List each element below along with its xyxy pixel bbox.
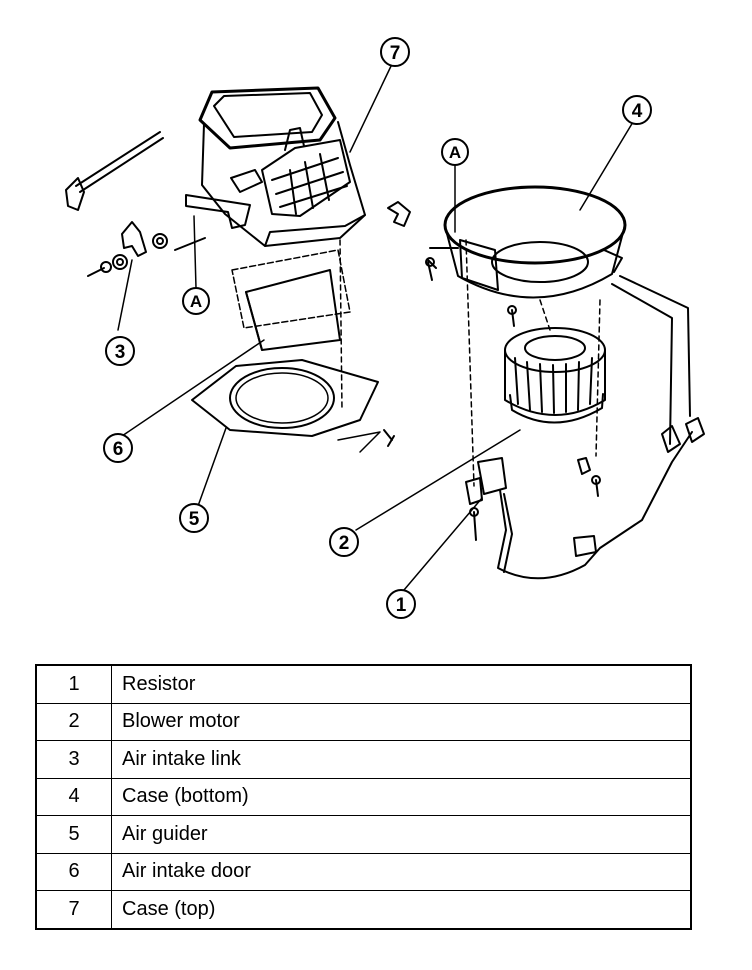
legend-number: 6 xyxy=(35,852,112,891)
exploded-blower-diagram: 7 4 3 6 5 2 1 A A xyxy=(65,37,705,619)
callout-7: 7 xyxy=(380,37,410,67)
reference-mark-a-right: A xyxy=(441,138,469,166)
reference-a-left-label: A xyxy=(190,292,202,311)
alignment-lines xyxy=(339,239,601,487)
callout-2: 2 xyxy=(329,527,359,557)
callout-6: 6 xyxy=(103,433,133,463)
legend-number: 2 xyxy=(35,702,112,741)
legend-number: 4 xyxy=(35,777,112,816)
legend-number: 7 xyxy=(35,890,112,929)
legend-part-name: Blower motor xyxy=(111,702,692,741)
screws xyxy=(425,257,601,541)
callout-5: 5 xyxy=(179,503,209,533)
reference-mark-a-left: A xyxy=(182,287,210,315)
blower-motor-part xyxy=(504,327,606,424)
legend-number: 3 xyxy=(35,740,112,779)
callout-7-label: 7 xyxy=(390,43,401,64)
air-guider-part xyxy=(191,359,395,453)
callout-6-label: 6 xyxy=(113,439,124,460)
resistor-and-harness xyxy=(465,275,705,580)
callout-1-label: 1 xyxy=(396,595,407,616)
legend-part-name: Air intake door xyxy=(111,852,692,891)
legend-number: 1 xyxy=(35,664,112,704)
case-top-clip xyxy=(387,201,411,227)
leader-lines xyxy=(117,63,634,591)
callout-4: 4 xyxy=(622,95,652,125)
air-intake-link-rod xyxy=(65,131,206,251)
reference-a-right-label: A xyxy=(449,143,461,162)
legend-part-name: Case (top) xyxy=(111,890,692,929)
legend-part-name: Resistor xyxy=(111,664,692,704)
callout-5-label: 5 xyxy=(189,509,200,530)
callout-4-label: 4 xyxy=(632,101,643,122)
legend-part-name: Air guider xyxy=(111,815,692,854)
callout-3: 3 xyxy=(105,336,135,366)
legend-number: 5 xyxy=(35,815,112,854)
case-top-part xyxy=(185,86,366,247)
legend-part-name: Air intake link xyxy=(111,740,692,779)
callout-2-label: 2 xyxy=(339,533,350,554)
air-intake-link-parts xyxy=(87,221,168,277)
case-bottom-part xyxy=(427,185,627,299)
legend-part-name: Case (bottom) xyxy=(111,777,692,816)
callout-3-label: 3 xyxy=(115,342,126,363)
callout-1: 1 xyxy=(386,589,416,619)
air-intake-door-part xyxy=(231,249,351,351)
